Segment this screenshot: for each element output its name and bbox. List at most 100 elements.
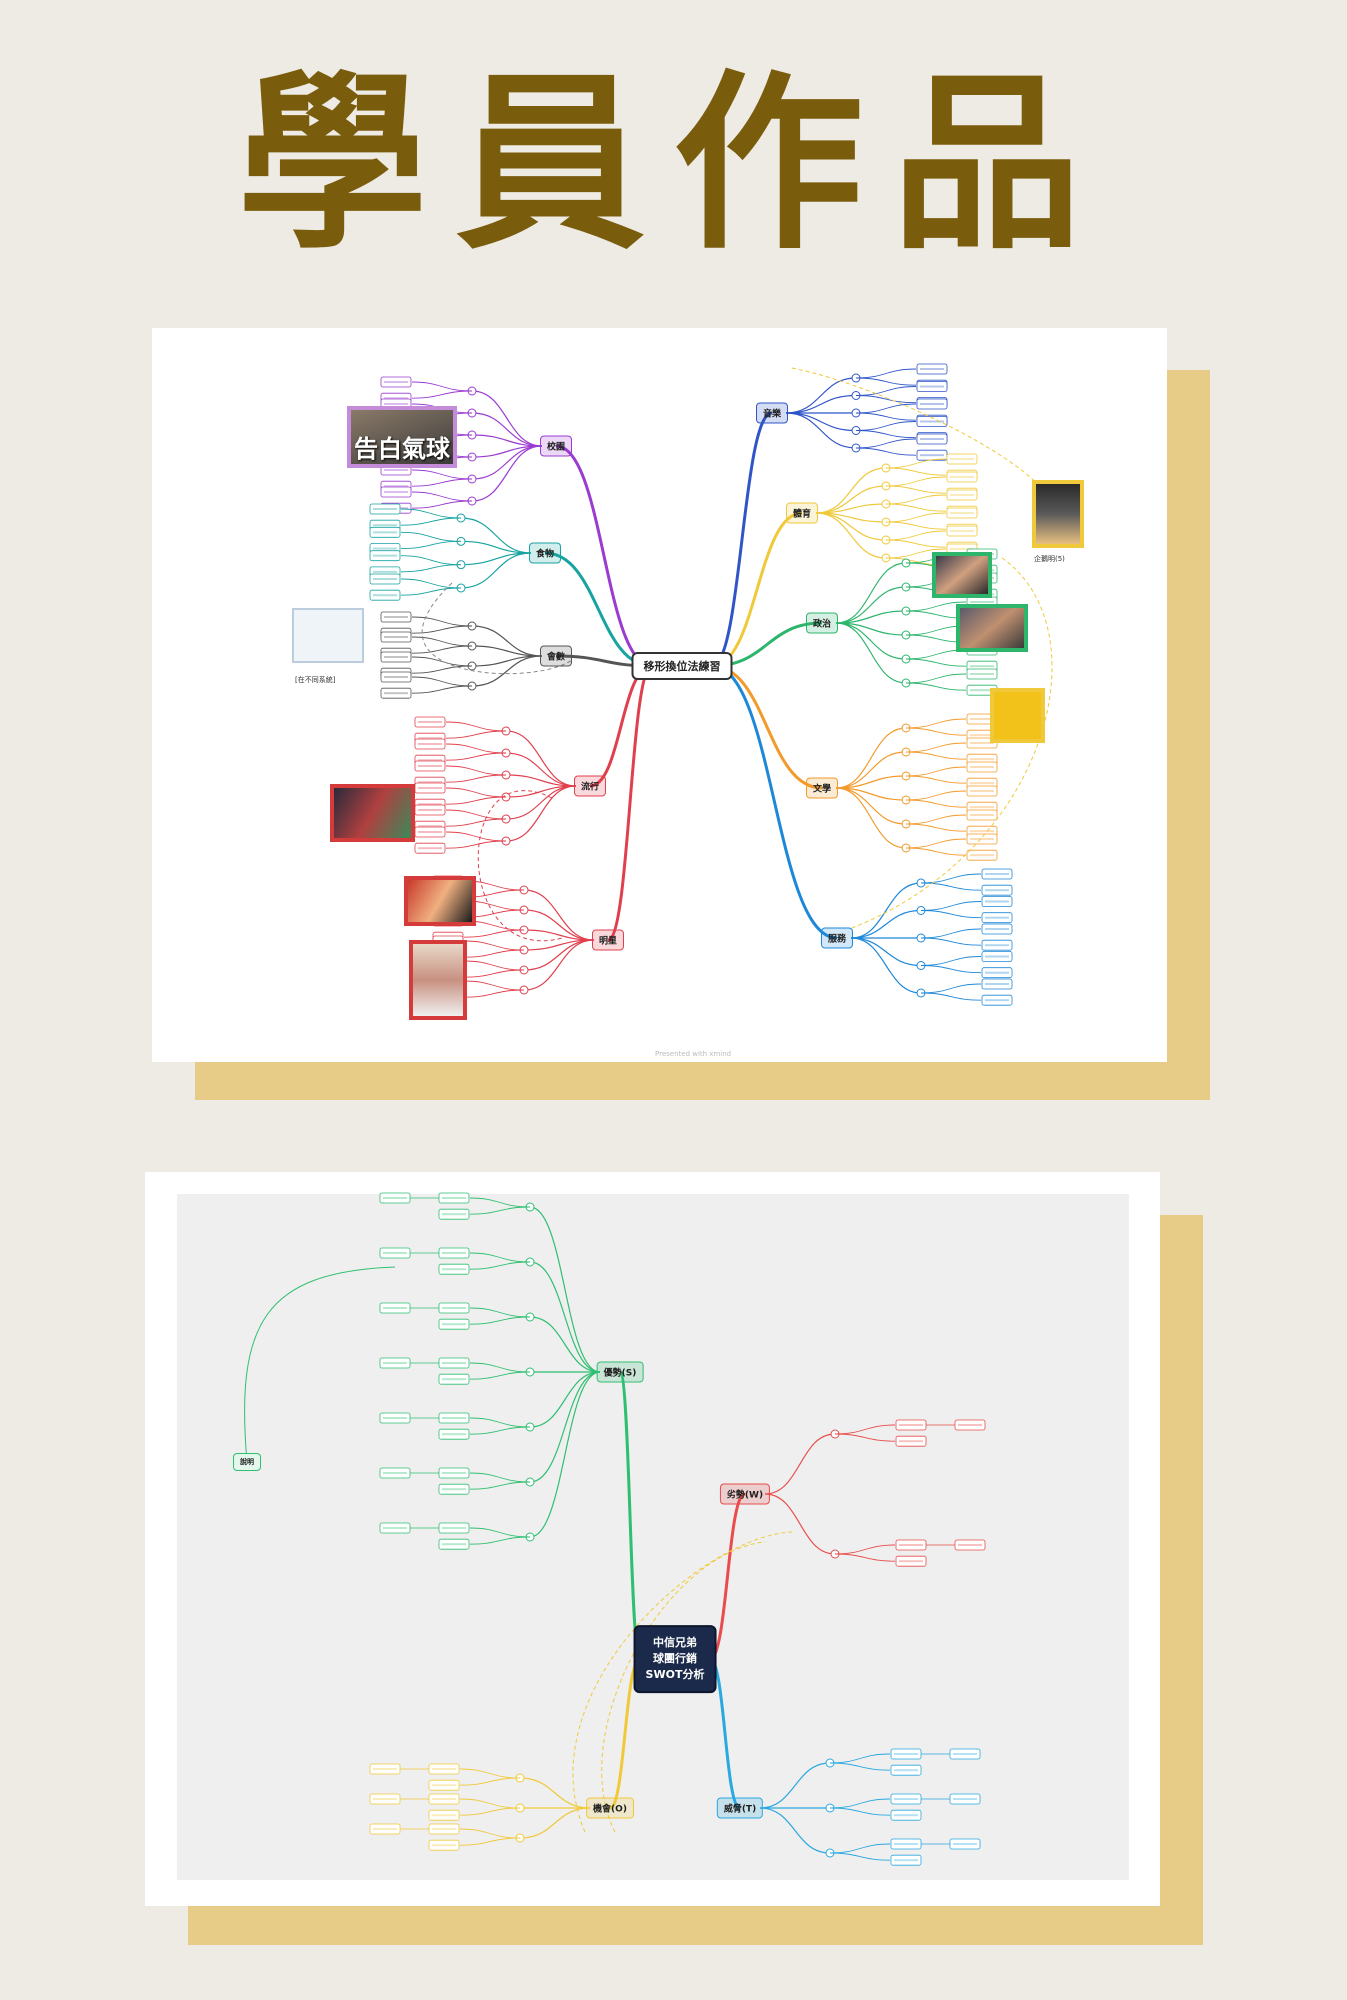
mm1-b8-sublink-4-0 — [445, 809, 507, 820]
mm2-b0-leaf-6-1 — [438, 1538, 470, 1550]
mm2-b0-sublink-3-0 — [469, 1362, 531, 1373]
mm1-b5-sublink-5-1 — [411, 500, 473, 509]
mm2-b0-leaf2-0-0 — [379, 1192, 411, 1204]
mm2-b3-leaf2-1-0-text — [953, 1798, 977, 1800]
mm1-b4-sublink-3-1 — [920, 965, 982, 974]
mm1-b1-sublink-4-0 — [885, 530, 947, 541]
mm2-b2-sublink-2-0 — [459, 1828, 521, 1839]
mm1-b3-link-2 — [835, 775, 907, 789]
mm1-b1-leaf-2-0 — [946, 489, 978, 501]
mm1-b3-leaf-5-1 — [966, 849, 998, 861]
mm2-b0-link-4 — [529, 1371, 601, 1428]
mm1-b2-sublink-5-0 — [905, 673, 967, 684]
mm1-b1-leaf-1-0-text — [950, 476, 974, 478]
mm1-b0-link-1 — [785, 394, 857, 414]
mm2-b2-leaf-0-1 — [428, 1779, 460, 1791]
mindmap-2-lines — [244, 1192, 986, 1866]
mindmap-2-branch-3: 威脅(T) — [716, 1797, 764, 1819]
mindmap-1-branch-line-5 — [555, 444, 653, 668]
mm1-b3-sublink-4-1 — [905, 823, 967, 832]
mm2-b1-sublink-1-1 — [834, 1553, 896, 1562]
mm1-b7-leaf-2-0-text — [384, 656, 408, 658]
mm2-b3-leaf-0-0-text — [894, 1753, 918, 1755]
mm2-b0-leaf2-6-0-text — [383, 1527, 407, 1529]
mm1-b0-leaf-2-0-text — [920, 403, 944, 405]
mm2-b3-leaf-1-1 — [890, 1809, 922, 1821]
mm2-b2-leaf-2-1-text — [432, 1844, 456, 1847]
mm2-b2-leaf-1-0-text — [432, 1798, 456, 1800]
mm1-b3-leaf-0-1-text — [970, 734, 994, 737]
side-label-link — [244, 1266, 396, 1463]
mm2-b1-leaf2-0-0 — [954, 1419, 986, 1431]
mindmap-1-branch-4: 服務 — [820, 927, 854, 949]
mm1-b8-leaf-1-0-text — [418, 743, 442, 745]
mm1-b8-leaf-5-0-text — [418, 831, 442, 833]
mm1-b8-leaf-2-0 — [414, 760, 446, 772]
mm2-b3-sublink-0-0 — [829, 1753, 891, 1764]
mm1-b1-leaf-0-0 — [946, 453, 978, 465]
mm2-b0-leaf2-1-0 — [379, 1247, 411, 1259]
mm2-b1-leaf2-0-0-text — [958, 1424, 982, 1426]
mm2-b0-link-2 — [529, 1316, 601, 1373]
mm1-b9-sublink-4-0 — [463, 960, 525, 971]
mm1-b4-link-0 — [850, 882, 922, 939]
mm2-b2-leaf-2-1 — [428, 1839, 460, 1851]
mm1-b2-sublink-4-1 — [905, 658, 967, 667]
mm2-b0-sublink-1-0 — [469, 1252, 531, 1263]
mm1-b8-sublink-1-0 — [445, 743, 507, 754]
mm1-b2-sublink-5-1 — [905, 682, 967, 691]
mindmap-1-branch-3: 文學 — [805, 777, 839, 799]
mm1-b4-leaf-3-1 — [981, 967, 1013, 979]
mm1-b1-leaf-0-0-text — [950, 458, 974, 460]
mm1-b4-sublink-4-0 — [920, 983, 982, 994]
mm2-b0-leaf-6-0-text — [442, 1527, 466, 1529]
mm1-b6-leaf-3-1 — [369, 589, 401, 601]
mm1-b6-sublink-1-1 — [400, 540, 462, 549]
mm1-b4-sublink-2-0 — [920, 928, 982, 939]
mm2-b0-leaf-0-1 — [438, 1208, 470, 1220]
mm1-b3-link-5 — [835, 787, 907, 849]
mm1-b2-leaf-2-0-text — [970, 601, 994, 603]
mm1-b6-leaf-2-0 — [369, 550, 401, 562]
mm1-b7-sublink-3-0 — [411, 676, 473, 687]
mm1-b4-leaf-1-0 — [981, 896, 1013, 907]
mm1-b0-leaf-1-0 — [916, 381, 948, 392]
mm1-b8-sublink-4-1 — [445, 818, 507, 827]
photo-confession-balloon: 告白氣球 — [347, 406, 457, 468]
mm2-b0-leaf-4-0-text — [442, 1417, 466, 1419]
mm2-b1-sublink-0-1 — [834, 1433, 896, 1442]
mm2-b3-leaf-2-0-text — [894, 1843, 918, 1845]
mm2-b3-sublink-2-1 — [829, 1852, 891, 1861]
mm1-b7-sublink-3-1 — [411, 685, 473, 694]
mindmap-1-branch-line-9 — [607, 664, 653, 942]
mm1-b4-leaf-4-0 — [981, 978, 1013, 990]
mm1-b3-sublink-0-0 — [905, 718, 967, 729]
mm1-b8-leaf-3-0-text — [418, 787, 442, 789]
mm1-b3-leaf-3-1-text — [970, 806, 994, 809]
mm1-b0-leaf-4-0-text — [920, 438, 944, 440]
mm1-b7-leaf-1-0-text — [384, 636, 408, 638]
photo-crowd — [956, 604, 1028, 652]
mm1-b3-leaf-1-1-text — [970, 758, 994, 761]
mm2-b0-leaf2-4-0-text — [383, 1417, 407, 1419]
mm2-b2-leaf-0-0-text — [432, 1768, 456, 1770]
mm2-b0-sublink-2-1 — [469, 1316, 531, 1325]
mm1-b4-leaf-2-1 — [981, 939, 1013, 951]
mm1-b6-link-0 — [460, 517, 532, 554]
mm1-b5-leaf-5-0 — [380, 486, 412, 498]
mm1-b8-leaf-2-0-text — [418, 765, 442, 767]
mm2-b3-link-0 — [759, 1762, 831, 1809]
mm2-b2-sublink-0-1 — [459, 1777, 521, 1786]
mm2-b0-leaf2-5-0-text — [383, 1472, 407, 1474]
mm1-b4-link-3 — [850, 937, 922, 967]
mindmap-1-branch-line-4 — [711, 664, 838, 940]
side-label: 說明 — [233, 1453, 261, 1471]
mm1-b1-sublink-2-1 — [885, 503, 947, 512]
mm1-b3-leaf-1-0 — [966, 737, 998, 749]
mm1-b8-leaf-0-1-text — [418, 737, 442, 740]
mindmap-card-2: 中信兄弟 球團行銷 SWOT分析 說明 優勢(S)劣勢(W)機會(O)威脅(T) — [145, 1172, 1160, 1906]
mm1-b2-sublink-2-0 — [905, 601, 967, 612]
mm1-b1-sublink-3-1 — [885, 521, 947, 530]
mm1-b3-link-3 — [835, 787, 907, 801]
mm1-b6-sublink-3-1 — [400, 587, 462, 596]
